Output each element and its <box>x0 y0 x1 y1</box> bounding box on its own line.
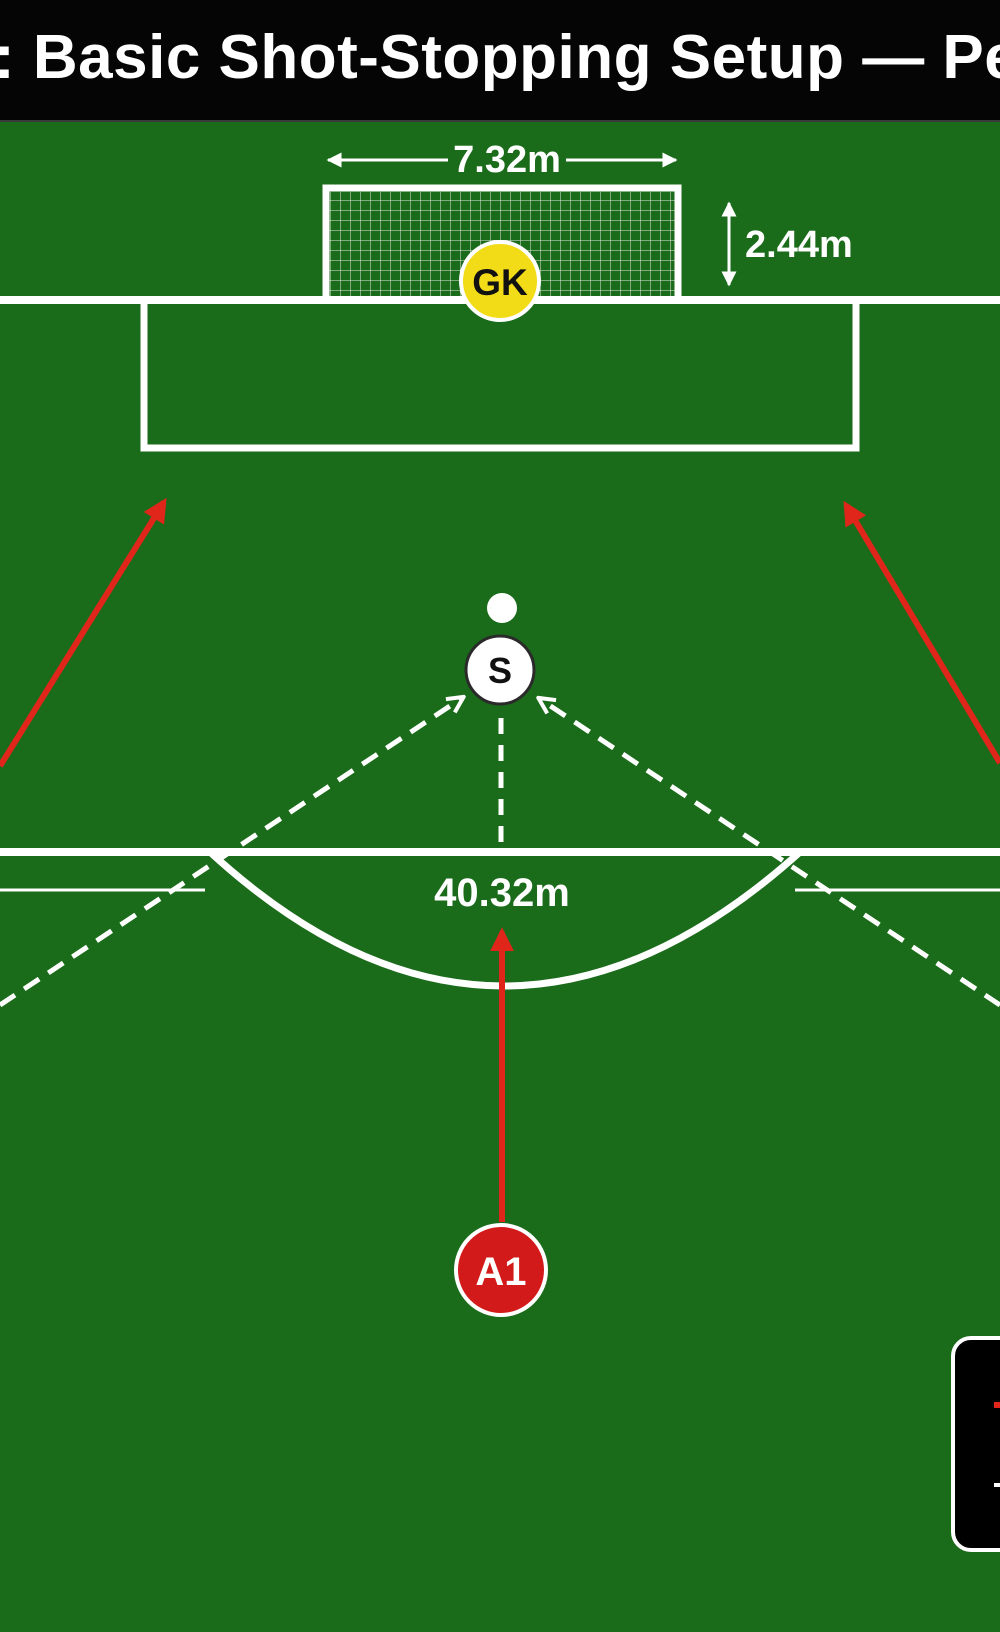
arc-distance-label: 40.32m <box>434 871 570 915</box>
run-arrow-right <box>843 500 1000 765</box>
server-marker: S <box>464 634 536 706</box>
legend-panel-box <box>951 1336 1000 1552</box>
goal-frame <box>322 184 682 300</box>
goalkeeper-label: GK <box>472 262 528 303</box>
server-token <box>464 634 536 706</box>
attacker-label: A1 <box>475 1250 526 1294</box>
penalty-spot <box>487 593 517 623</box>
page-title: : Basic Shot-Stopping Setup — Pena <box>0 23 1000 92</box>
legend-panel <box>951 1336 1000 1552</box>
goalkeeper-token <box>459 240 541 322</box>
pitch-surface <box>0 122 1000 1632</box>
server-label: S <box>488 650 512 691</box>
goal-width-label: 7.32m <box>453 139 561 181</box>
title-bar: : Basic Shot-Stopping Setup — Pena <box>0 0 1000 122</box>
goalkeeper-marker: GK <box>459 240 541 322</box>
pass-lane-left <box>0 698 462 1008</box>
goal-height-label: 2.44m <box>745 224 853 266</box>
goal-area-box <box>140 300 860 452</box>
pitch-diagram: 7.32m 2.44m 40.32m GK S A1 <box>0 122 1000 1632</box>
attacker-token <box>454 1223 548 1317</box>
pass-lane-right <box>540 699 1000 1008</box>
run-arrow-left <box>0 497 167 768</box>
attacker-marker: A1 <box>454 1223 548 1317</box>
